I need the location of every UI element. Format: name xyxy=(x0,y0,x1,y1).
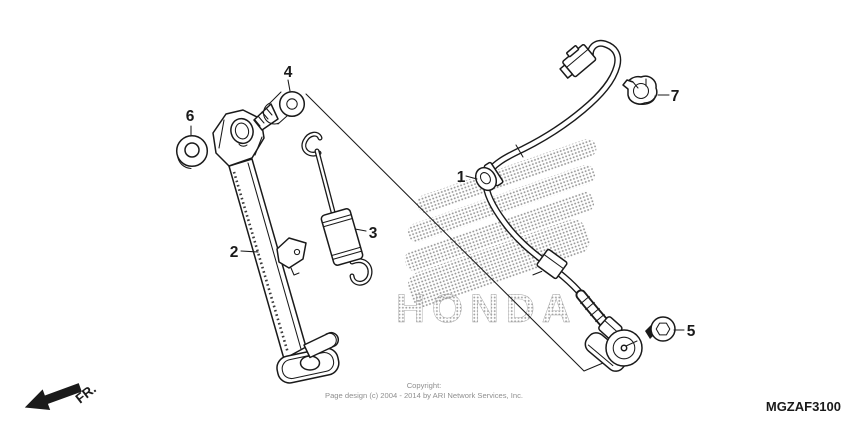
copyright-line-1: Copyright: xyxy=(407,381,442,390)
honda-wing-watermark: HONDA xyxy=(396,138,597,331)
bolt4-thread-lines xyxy=(254,107,273,127)
clip-bore xyxy=(632,82,650,100)
copyright-line-2: Page design (c) 2004 - 2014 by ARI Netwo… xyxy=(325,391,523,400)
spring-top-hook-core xyxy=(302,133,322,156)
bolt4-head-face xyxy=(278,90,306,118)
footer: Copyright: Page design (c) 2004 - 2014 b… xyxy=(325,381,841,414)
callout-3-number: 3 xyxy=(369,225,378,242)
spring-coil xyxy=(320,208,364,266)
connector-latch xyxy=(566,45,580,58)
bolt5-hex-head xyxy=(655,322,671,336)
harness-grommet xyxy=(474,161,504,192)
side-stand-spring xyxy=(301,131,373,286)
harness-mid-clamp xyxy=(532,248,568,280)
honda-wordmark-watermark: HONDA xyxy=(396,287,578,331)
clip-body xyxy=(626,75,658,105)
callout-1-number: 1 xyxy=(457,169,466,186)
nut6-bore xyxy=(184,142,200,158)
front-direction-indicator: FR. xyxy=(24,381,99,411)
mid-clamp-seam xyxy=(543,253,564,270)
bolt4-head-side xyxy=(263,91,288,125)
callout-3-leader xyxy=(354,228,367,232)
bolt5-flange xyxy=(650,316,676,342)
wing-feathers xyxy=(404,138,597,308)
harness-connector xyxy=(559,44,597,79)
switch-center-mark xyxy=(625,340,638,347)
connector-tip xyxy=(559,64,574,79)
callouts: 1 2 3 4 5 6 7 xyxy=(186,64,696,340)
callout-1-leader xyxy=(465,175,478,180)
harness-wire-joint-tick xyxy=(515,144,524,158)
switch-body-ring xyxy=(612,336,636,360)
clip-tab xyxy=(622,79,634,90)
foot-peg-end-cap xyxy=(325,332,337,348)
front-arrow xyxy=(24,383,82,411)
switch-pivot-center xyxy=(620,344,628,352)
grommet-hole xyxy=(479,172,491,185)
callout-7-number: 7 xyxy=(671,88,680,105)
grommet-body xyxy=(474,166,498,192)
pivot-nut xyxy=(175,134,209,170)
wing-feather-lower xyxy=(404,191,595,271)
bracket-hook-tab xyxy=(290,267,300,276)
callout-4-leader xyxy=(287,79,291,92)
flange-edge-line xyxy=(587,344,614,367)
boot-bellows-ridges xyxy=(580,295,610,329)
spring-coil-body xyxy=(320,208,364,266)
pivot-head-facet-lines xyxy=(218,119,263,156)
wing-body xyxy=(407,219,590,308)
side-stand-leg-edge-line xyxy=(247,162,302,350)
bolt4-assembly-leader-line xyxy=(305,93,604,372)
mid-clamp-hook xyxy=(532,270,543,276)
callout-5-number: 5 xyxy=(687,323,696,340)
callout-2-leader xyxy=(240,250,259,253)
spring-coil-end-windings xyxy=(321,214,363,260)
clip-detail-lines xyxy=(628,78,656,106)
bolt4-socket xyxy=(286,98,298,110)
harness-clip xyxy=(622,75,658,106)
side-stand xyxy=(212,109,340,384)
pivot-head-hole-inner xyxy=(234,122,250,140)
connector-seam xyxy=(566,48,589,68)
callout-2-number: 2 xyxy=(230,244,239,261)
switch-mount-bolt xyxy=(645,316,676,342)
wing-feather-top xyxy=(417,138,597,213)
pivot-head-notch xyxy=(238,143,248,147)
spring-hook-hole xyxy=(293,248,301,256)
front-arrow-shape xyxy=(24,383,82,411)
callout-4-number: 4 xyxy=(284,64,293,81)
pivot-head-hole-outer xyxy=(230,117,254,145)
nut6-flange-lip xyxy=(176,154,192,170)
mid-clamp-body xyxy=(536,248,568,280)
side-stand-switch-harness xyxy=(474,39,643,372)
diagram-code: MGZAF3100 xyxy=(766,399,841,414)
spring-shaft-core xyxy=(315,149,335,214)
callout-6-number: 6 xyxy=(186,108,195,125)
spring-bottom-hook-core xyxy=(350,259,372,285)
pivot-bolt xyxy=(253,90,306,131)
spring-hook-bracket xyxy=(276,237,307,269)
wing-feather-middle xyxy=(407,164,596,243)
